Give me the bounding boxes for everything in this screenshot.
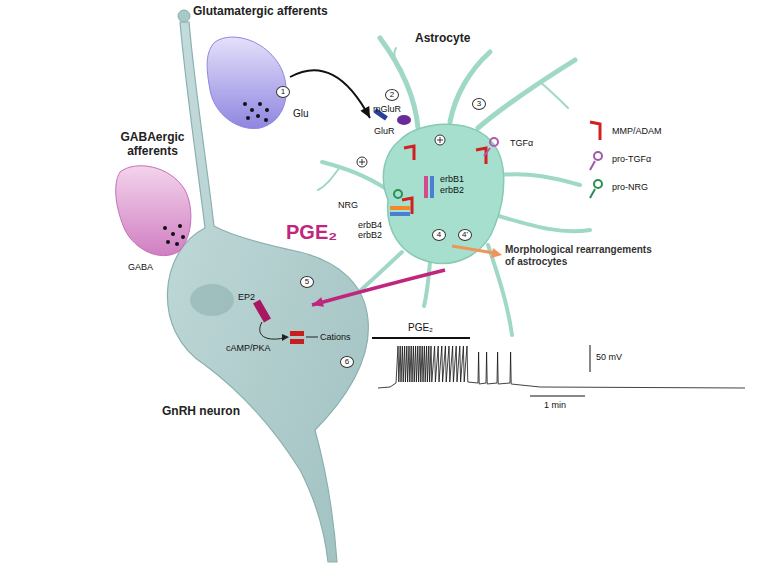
edge-label: PGE₂ xyxy=(286,221,337,244)
cation-channel xyxy=(290,331,304,336)
part-label: GluR xyxy=(374,126,395,136)
legend-text: pro-TGFα xyxy=(612,154,651,164)
nucleus xyxy=(190,284,234,316)
scale-label: 1 min xyxy=(544,400,566,410)
part-label: erbB4 xyxy=(358,220,382,230)
part-label: erbB2 xyxy=(440,185,464,195)
trace-label: PGE₂ xyxy=(408,322,433,334)
part-label: mGluR xyxy=(373,104,401,114)
callout-number: 5 xyxy=(300,276,314,288)
cell-label: GnRH neuron xyxy=(162,405,240,419)
glutamate-terminal xyxy=(207,37,286,129)
part-label: erbB1 xyxy=(440,174,464,184)
gaba-terminal xyxy=(116,166,191,256)
arrow-head xyxy=(312,297,324,307)
astrocyte-cell: Astrocyte xyxy=(370,30,600,270)
callout-number: 4' xyxy=(458,229,472,241)
connector xyxy=(312,270,445,307)
part-label: cAMP/PKA xyxy=(226,343,271,353)
vesicles xyxy=(243,102,269,122)
neuron-knob xyxy=(178,10,190,22)
cell-label: Glutamatergic afferents xyxy=(193,5,328,19)
cell-label: Astrocyte xyxy=(415,32,470,46)
callout-number: 1 xyxy=(276,86,290,98)
glutamatergic-terminal: Glutamatergic afferents xyxy=(205,32,290,132)
voltage-trace xyxy=(378,346,745,388)
gnrh-neuron: GnRH neuron xyxy=(155,290,312,420)
astrocyte-soma xyxy=(383,124,503,263)
ep2-receptor xyxy=(253,299,271,322)
part-label: EP2 xyxy=(238,292,255,302)
leader-line xyxy=(306,337,318,338)
edge-label: Glu xyxy=(293,108,309,120)
arrow-head xyxy=(282,334,289,341)
arrow-head xyxy=(360,106,370,118)
connector-line xyxy=(312,270,445,305)
legend-text: MMP/ADAM xyxy=(612,126,662,136)
application-bar xyxy=(372,337,470,339)
gabaergic-terminal: GABAergic afferents xyxy=(115,165,190,255)
part-label: NRG xyxy=(338,200,358,210)
callout-number: 2 xyxy=(385,89,399,101)
callout-number: 3 xyxy=(472,98,486,110)
receptor-symbols xyxy=(357,108,498,216)
cell-label: GABAergic afferents xyxy=(110,131,195,159)
vesicles xyxy=(163,224,185,246)
scale-bar xyxy=(530,396,585,397)
callout-number: 4 xyxy=(432,229,446,241)
part-label: TGFα xyxy=(510,138,533,148)
scale-bar xyxy=(590,345,591,372)
legend-icons xyxy=(590,122,602,198)
neuron-body xyxy=(167,22,368,562)
signal-arrow xyxy=(260,322,284,339)
scale-label: 50 mV xyxy=(596,352,622,362)
note: Morphological rearrangements of astrocyt… xyxy=(505,244,655,267)
part-label: GABA xyxy=(128,262,153,272)
legend-text: pro-NRG xyxy=(612,182,648,192)
callout-number: 6 xyxy=(340,356,354,368)
arrow-head xyxy=(491,248,502,258)
effect-arrow xyxy=(452,246,494,253)
part-label: erbB2 xyxy=(358,230,382,240)
part-label: Cations xyxy=(320,332,351,342)
cation-channel xyxy=(290,339,304,344)
